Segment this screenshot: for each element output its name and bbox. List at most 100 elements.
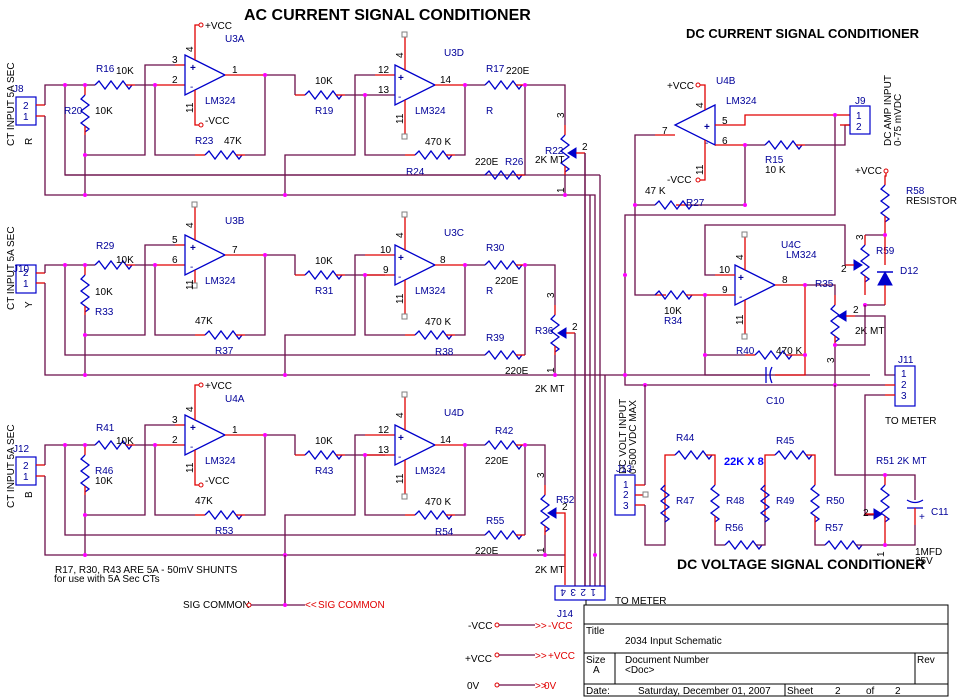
u4d-ref: U4D — [444, 408, 464, 419]
svg-text:>>: >> — [535, 651, 547, 662]
svg-text:-: - — [190, 442, 193, 453]
svg-text:LM324: LM324 — [415, 286, 446, 297]
rev-label: Rev — [917, 655, 935, 666]
r26-value: 220E — [475, 157, 499, 168]
svg-text:3: 3 — [172, 55, 178, 66]
svg-text:9: 9 — [383, 265, 389, 276]
svg-text:1: 1 — [232, 425, 238, 436]
svg-text:R37: R37 — [215, 346, 234, 357]
svg-text:4: 4 — [560, 586, 566, 597]
svg-text:R58: R58 — [906, 186, 925, 197]
j12-label: CT INPUT 5A SEC — [6, 424, 17, 508]
svg-text:R50: R50 — [826, 496, 845, 507]
svg-text:+: + — [190, 423, 196, 434]
svg-text:-VCC: -VCC — [667, 175, 691, 186]
document-title: 2034 Input Schematic — [625, 636, 722, 647]
r51-ref: R51 2K MT — [876, 456, 927, 467]
dc-voltage-conditioner: DC VOLT INPUT 0-500 VDC MAX J13 1 2 3 R4… — [614, 385, 949, 567]
svg-text:47K: 47K — [195, 316, 213, 327]
svg-text:1: 1 — [556, 187, 567, 193]
opamp-u3a[interactable] — [184, 53, 227, 97]
u3b-ref: U3B — [225, 216, 245, 227]
pvcc-port: +VCC — [548, 651, 575, 662]
document-number-label: Document Number — [625, 655, 710, 666]
svg-text:10K: 10K — [664, 306, 682, 317]
r17-ref: R17 — [486, 64, 505, 75]
j13-ref: J13 — [616, 464, 633, 475]
ac-section-title: AC CURRENT SIGNAL CONDITIONER — [244, 7, 531, 24]
svg-text:220E: 220E — [475, 546, 499, 557]
connector-j12[interactable] — [15, 456, 37, 486]
connector-j14[interactable] — [554, 585, 606, 601]
svg-text:2: 2 — [863, 508, 869, 519]
r24-ref: R24 — [406, 167, 425, 178]
divider-note: 22K X 8 — [724, 456, 764, 468]
opamp-u4d[interactable] — [394, 423, 437, 467]
svg-text:LM324: LM324 — [786, 250, 817, 261]
svg-text:+: + — [704, 122, 710, 133]
svg-text:-: - — [398, 272, 401, 283]
svg-text:-: - — [739, 292, 742, 303]
j12-ref: J12 — [13, 444, 30, 455]
connector-j11[interactable] — [894, 365, 916, 407]
r20-value: 10K — [95, 106, 113, 117]
shunt-note-line1: R17, R30, R43 ARE 5A - 50mV SHUNTS — [55, 565, 238, 576]
svg-text:LM324: LM324 — [726, 96, 757, 107]
svg-text:10K: 10K — [116, 255, 134, 266]
opamp-u3c[interactable] — [394, 243, 437, 287]
svg-text:3: 3 — [623, 501, 629, 512]
svg-text:3: 3 — [172, 415, 178, 426]
svg-text:>>: >> — [535, 621, 547, 632]
svg-text:7: 7 — [662, 126, 668, 137]
svg-text:470 K: 470 K — [776, 346, 802, 357]
svg-text:2K MT: 2K MT — [535, 384, 564, 395]
connector-j9[interactable] — [849, 105, 871, 135]
u4c-ref: U4C — [781, 240, 801, 251]
svg-text:11: 11 — [395, 293, 406, 304]
connector-j8[interactable] — [15, 96, 37, 126]
opamp-u3d[interactable] — [394, 63, 437, 107]
document-number: <Doc> — [625, 665, 655, 676]
svg-text:+: + — [398, 253, 404, 264]
dc-current-section-title: DC CURRENT SIGNAL CONDITIONER — [686, 26, 920, 41]
j8-pin1: 1 — [23, 112, 29, 123]
svg-text:2: 2 — [23, 461, 29, 472]
connector-j10[interactable] — [15, 264, 37, 294]
svg-text:7: 7 — [232, 245, 238, 256]
svg-text:R30: R30 — [486, 243, 505, 254]
j8-pin2: 2 — [23, 101, 29, 112]
svg-text:6: 6 — [172, 255, 178, 266]
opamp-u3b[interactable] — [184, 233, 227, 277]
svg-text:47 K: 47 K — [645, 186, 666, 197]
sig-common-port: << — [305, 600, 317, 611]
svg-text:3: 3 — [546, 292, 557, 298]
svg-text:11: 11 — [395, 473, 406, 484]
u3a-vcc-label: +VCC — [205, 21, 232, 32]
opamp-u4a[interactable] — [184, 413, 227, 457]
svg-text:-: - — [398, 92, 401, 103]
svg-text:11: 11 — [695, 164, 706, 175]
r16-value: 10K — [116, 66, 134, 77]
diode-d12[interactable] — [877, 270, 893, 286]
opamp-u4c[interactable] — [734, 263, 777, 307]
svg-text:+: + — [738, 273, 744, 284]
sheet-number: 2 — [835, 686, 841, 697]
u3a-vee-label: -VCC — [205, 116, 229, 127]
j12-phase: B — [24, 491, 35, 498]
svg-text:-: - — [398, 452, 401, 463]
j13-label: DC VOLT INPUT — [618, 399, 629, 474]
svg-text:+: + — [190, 63, 196, 74]
pvcc-label: +VCC — [465, 654, 492, 665]
capacitor-c11[interactable] — [906, 499, 924, 504]
u4a-ref: U4A — [225, 394, 245, 405]
svg-text:R57: R57 — [825, 523, 844, 534]
svg-text:4: 4 — [185, 46, 196, 52]
r19-ref: R19 — [315, 106, 334, 117]
svg-text:4: 4 — [735, 254, 746, 260]
svg-text:9: 9 — [722, 285, 728, 296]
svg-text:+: + — [398, 73, 404, 84]
svg-text:R53: R53 — [215, 526, 234, 537]
svg-text:1: 1 — [590, 586, 596, 597]
svg-text:R48: R48 — [726, 496, 745, 507]
svg-text:11: 11 — [735, 314, 746, 325]
